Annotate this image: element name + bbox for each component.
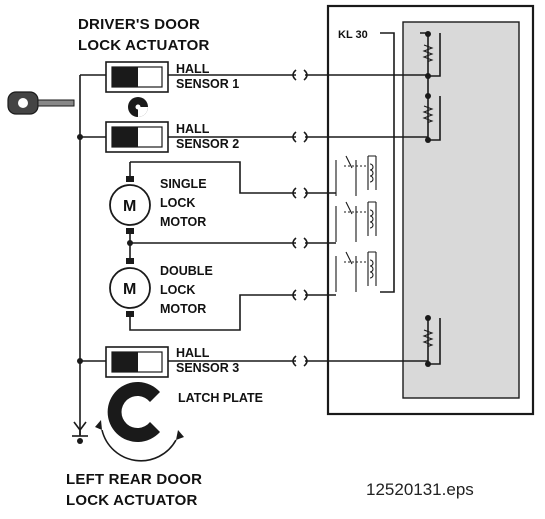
hall-sensor-3-label: SENSOR 3 [176, 361, 239, 375]
ground-icon [72, 421, 88, 444]
latch-plate-icon [95, 382, 184, 462]
kl30-label: KL 30 [338, 29, 368, 41]
double-lock-motor [109, 243, 296, 331]
single-lock-motor [109, 161, 296, 243]
double-lock-motor-label: MOTOR [160, 302, 206, 316]
relay-icon [335, 251, 377, 292]
hall-sensor-1-label: HALL [176, 62, 210, 76]
single-motor-symbol: M [123, 198, 136, 215]
hall-sensor-3-label: HALL [176, 346, 210, 360]
relay-icon [335, 201, 377, 242]
driver-door-title: LOCK ACTUATOR [78, 37, 209, 54]
resistor-icon [422, 105, 434, 124]
cam-wheel-icon [128, 97, 148, 117]
single-lock-motor-label: MOTOR [160, 215, 206, 229]
double-lock-motor-label: LOCK [160, 283, 195, 297]
resistor-icon [422, 44, 434, 63]
hall-sensor-2-label: HALL [176, 122, 210, 136]
single-lock-motor-label: LOCK [160, 196, 195, 210]
hall-sensor-2-label: SENSOR 2 [176, 137, 239, 151]
relay-icon [335, 155, 377, 196]
driver-door-title: DRIVER'S DOOR [78, 16, 200, 33]
double-motor-symbol: M [123, 281, 136, 298]
file-name-label: 12520131.eps [366, 480, 474, 499]
resistor-icon [422, 329, 434, 348]
key-icon [7, 91, 75, 115]
control-module-inner-panel [402, 21, 520, 399]
connector-icon [292, 69, 308, 367]
rear-door-title: LEFT REAR DOOR [66, 471, 202, 488]
single-lock-motor-label: SINGLE [160, 177, 207, 191]
double-lock-motor-label: DOUBLE [160, 264, 213, 278]
latch-plate-label: LATCH PLATE [178, 391, 263, 405]
hall-sensor-1-label: SENSOR 1 [176, 77, 239, 91]
rear-door-title: LOCK ACTUATOR [66, 492, 197, 509]
